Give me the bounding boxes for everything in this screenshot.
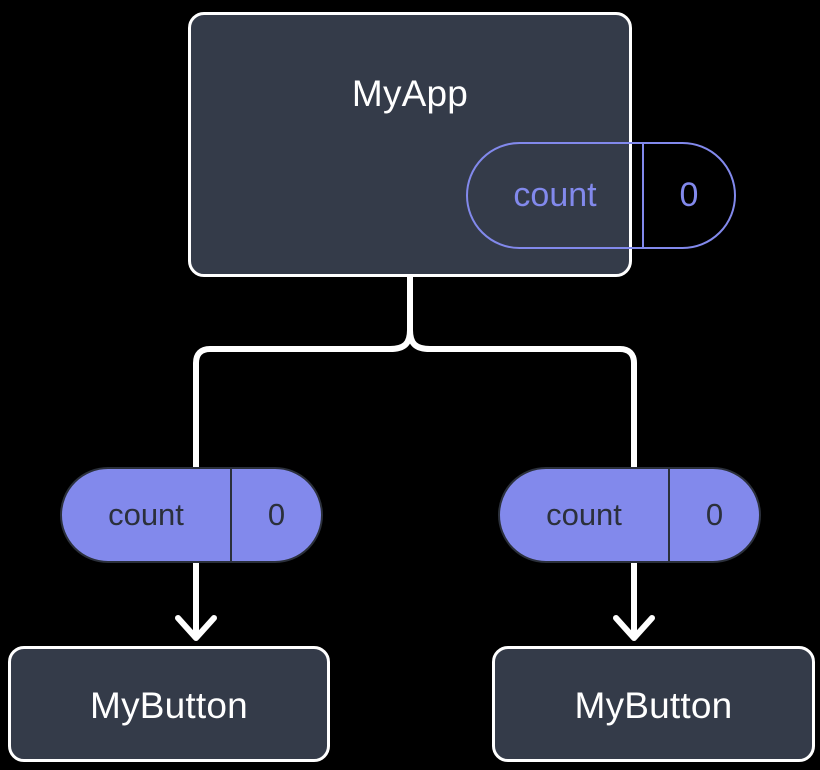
- props-pill-value: 0: [267, 497, 286, 532]
- state-pill-count[interactable]: count 0: [466, 142, 736, 249]
- component-node-myapp[interactable]: MyApp count 0: [188, 12, 736, 277]
- props-arrow-left: [175, 563, 217, 641]
- component-label-myapp: MyApp: [351, 73, 469, 114]
- props-pill-key: count: [62, 469, 232, 561]
- component-label-mybutton: MyButton: [574, 685, 733, 726]
- component-label-mybutton: MyButton: [90, 685, 248, 726]
- props-pill-right[interactable]: count 0: [498, 467, 761, 563]
- state-pill-key: count: [468, 144, 644, 247]
- component-node-mybutton-right[interactable]: MyButton: [492, 646, 815, 762]
- props-pill-key: count: [500, 469, 670, 561]
- component-node-mybutton-left[interactable]: MyButton: [8, 646, 330, 762]
- props-pill-left[interactable]: count 0: [60, 467, 323, 563]
- props-arrow-right: [613, 563, 655, 641]
- state-pill-value: 0: [679, 176, 699, 214]
- props-pill-value: 0: [705, 497, 724, 532]
